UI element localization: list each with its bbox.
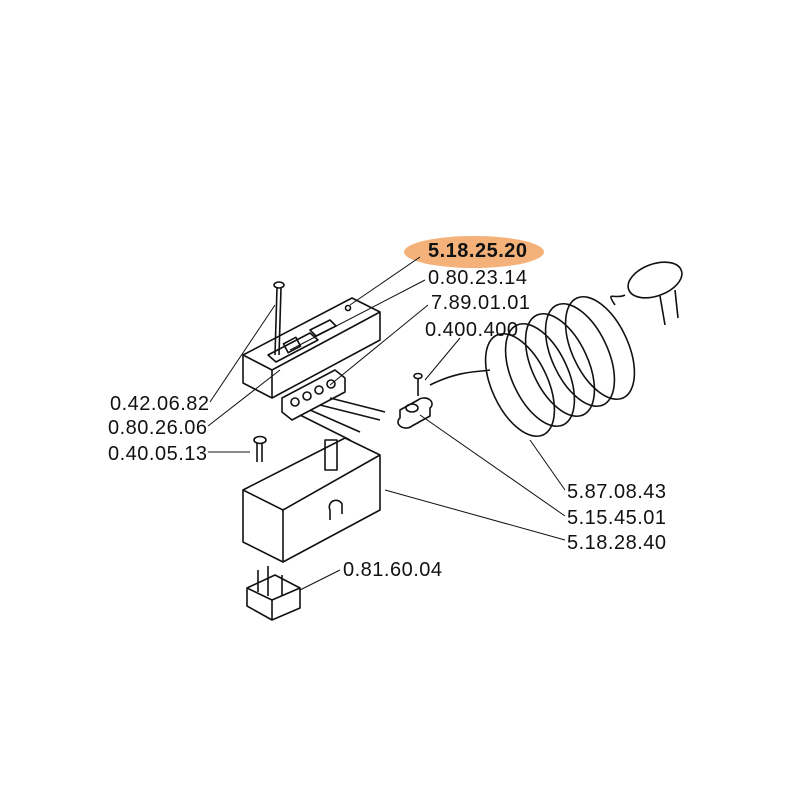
terminal-block-drawing (281, 369, 386, 441)
part-label-0-81-60-04[interactable]: 0.81.60.04 (343, 559, 443, 581)
part-label-0-80-23-14[interactable]: 0.80.23.14 (428, 267, 528, 289)
part-label-0-42-06-82[interactable]: 0.42.06.82 (110, 393, 210, 415)
part-label-5-18-25-20[interactable]: 5.18.25.20 (428, 240, 528, 262)
box-drawing (242, 437, 381, 563)
leader-lines (207, 256, 566, 591)
connector-drawing (246, 566, 301, 621)
cable-clamp-drawing (397, 372, 433, 429)
part-label-5-18-28-40[interactable]: 5.18.28.40 (567, 532, 667, 554)
part-label-0-400-400[interactable]: 0.400.400 (425, 319, 519, 341)
highlight-ellipse (404, 236, 544, 268)
part-label-0-40-05-13[interactable]: 0.40.05.13 (108, 443, 208, 465)
screw-long-drawing (273, 281, 285, 356)
part-label-5-15-45-01[interactable]: 5.15.45.01 (567, 507, 667, 529)
power-cord-drawing (429, 261, 683, 438)
part-label-0-80-26-06[interactable]: 0.80.26.06 (108, 417, 208, 439)
switch-housing-drawing (242, 297, 381, 399)
part-label-5-87-08-43[interactable]: 5.87.08.43 (567, 481, 667, 503)
part-label-7-89-01-01[interactable]: 7.89.01.01 (431, 292, 531, 314)
screw-short-drawing (253, 435, 267, 462)
